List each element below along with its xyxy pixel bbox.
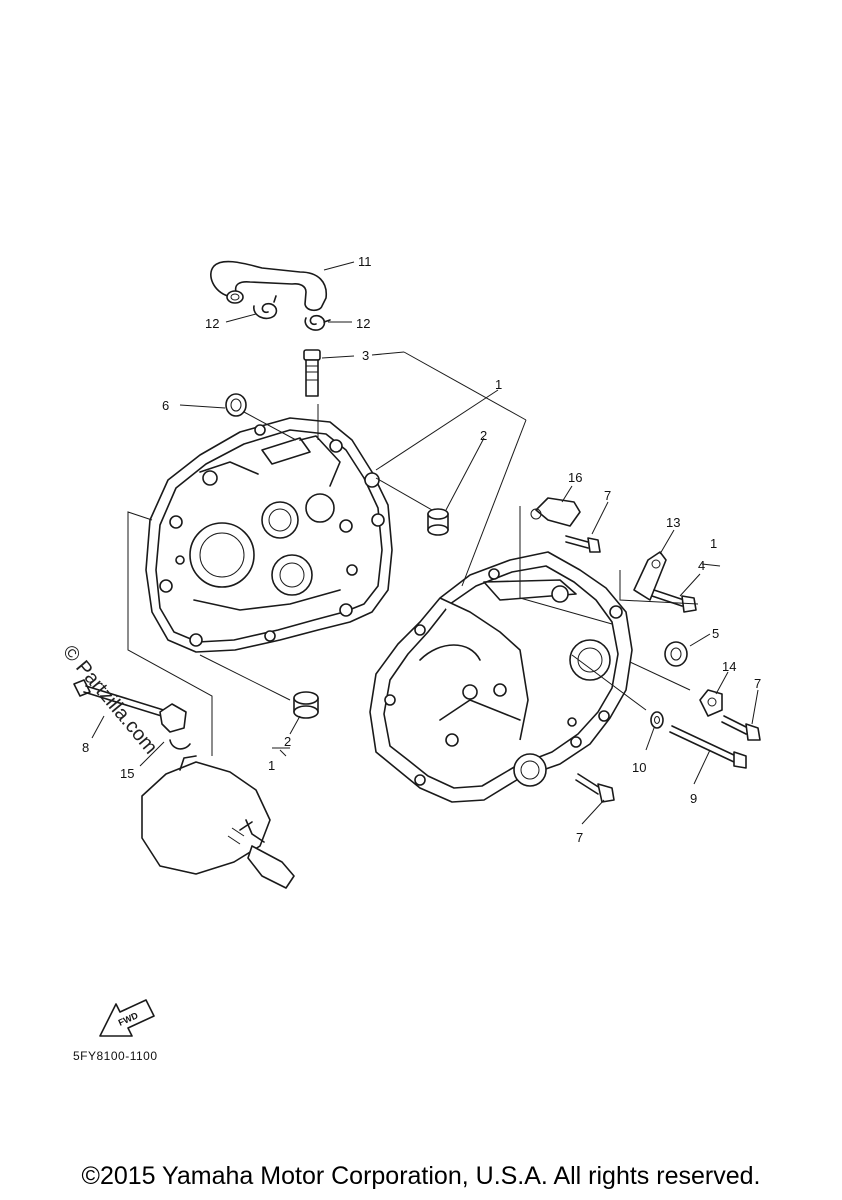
callout-2-upper: 2 [480,428,487,443]
bolt-lower [575,773,615,803]
callout-12-left: 12 [205,316,219,331]
leader-lines [91,261,759,825]
callout-14: 14 [722,659,736,674]
callout-labels: 11 12 12 3 1 6 2 16 7 13 1 4 5 14 7 10 9… [82,254,761,845]
bolt-4 [651,589,697,613]
starter-motor [141,755,295,889]
callout-8: 8 [82,740,89,755]
hose-clip-left [253,295,278,320]
callout-12-right: 12 [356,316,370,331]
copyright-notice: ©2015 Yamaha Motor Corporation, U.S.A. A… [81,1162,761,1190]
callout-7-lower: 7 [576,830,583,845]
callout-15: 15 [120,766,134,781]
diagram-code: 5FY8100-1100 [73,1049,158,1063]
bolt-upper [565,535,601,553]
bolt-9 [669,725,747,769]
oil-seal-5 [664,641,688,667]
washer-10 [650,711,664,729]
callout-1-lower: 1 [268,758,275,773]
callout-3: 3 [362,348,369,363]
crankcase-left-half [145,417,393,653]
callout-7-right: 7 [754,676,761,691]
callout-7-upper: 7 [604,488,611,503]
breather-hose [210,260,327,312]
callout-10: 10 [632,760,646,775]
callout-11: 11 [358,254,372,269]
crankcase-right-half [369,551,633,803]
oil-seal [225,393,247,417]
callout-5: 5 [712,626,719,641]
hose-clip-right [304,314,331,331]
callout-9: 9 [690,791,697,806]
dowel-pin-lower [293,691,319,719]
partzilla-watermark: © Partzilla.com [58,641,161,758]
breather-nipple [303,349,321,397]
callout-2-lower: 2 [284,734,291,749]
forward-arrow-icon: FWD [99,999,155,1037]
callout-16: 16 [568,470,582,485]
bolt-right [721,715,761,741]
callout-4: 4 [698,558,705,573]
dowel-pin-upper [427,508,449,536]
cam-14 [699,689,723,717]
callout-1-upper: 1 [495,377,502,392]
callout-13: 13 [666,515,680,530]
callout-1-right: 1 [710,536,717,551]
bolt-8 [73,679,171,719]
cable-clamp [530,497,581,527]
stopper-plate [633,551,667,601]
callout-6: 6 [162,398,169,413]
bracket-15 [159,703,191,750]
